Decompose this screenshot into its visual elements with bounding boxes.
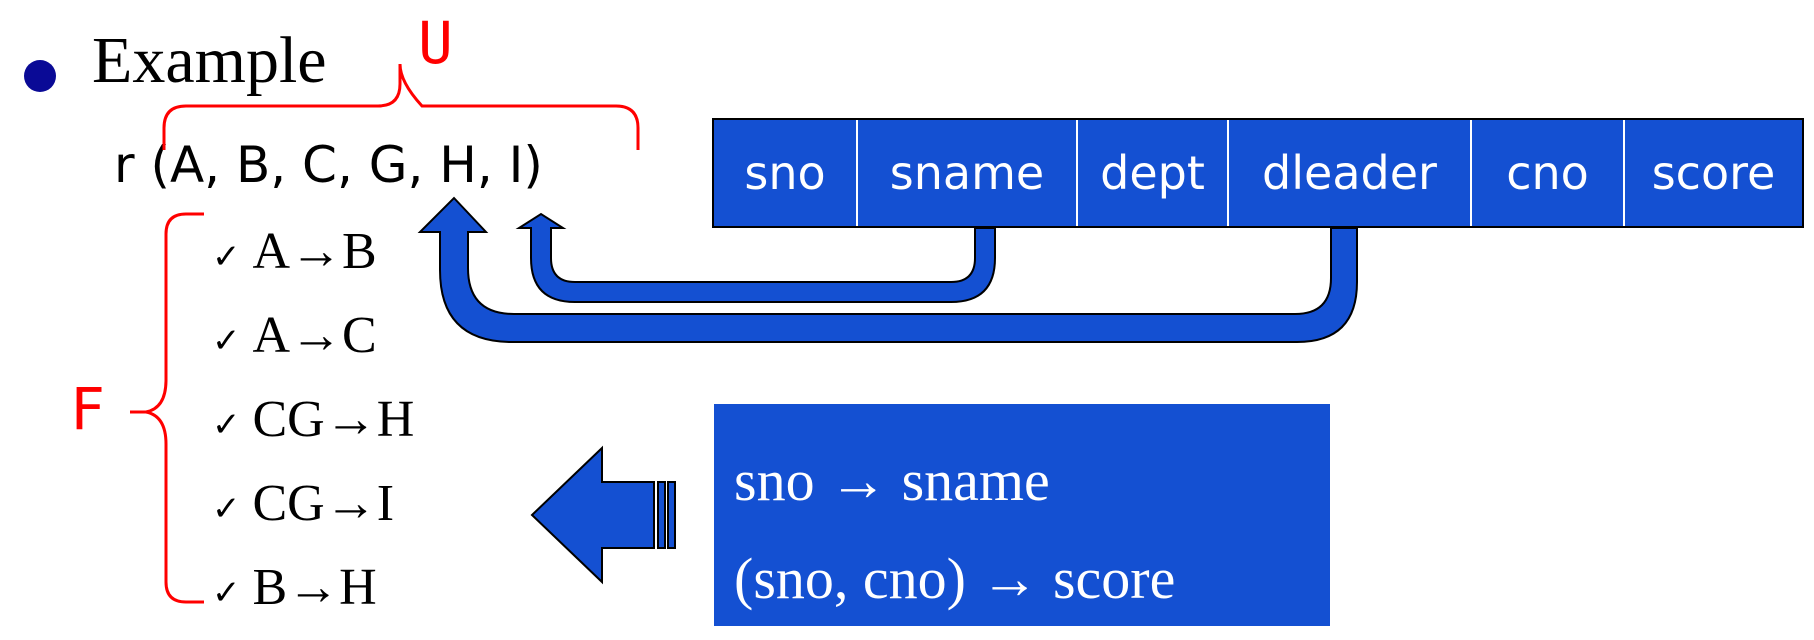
big-left-arrow: [530, 445, 655, 585]
dependency-item: ✓ A→B: [212, 226, 377, 278]
dependency-text: B→H: [252, 559, 377, 616]
result-line: (sno, cno) → score: [734, 546, 1176, 611]
dependency-text: CG→H: [252, 391, 415, 448]
arrow-dleader-to-g: [417, 196, 1358, 343]
dependency-text: A→C: [252, 307, 377, 364]
table-header-sno: sno: [714, 120, 858, 226]
check-icon: ✓: [212, 573, 241, 613]
check-icon: ✓: [212, 405, 241, 445]
arrow-tail-stripe: [657, 481, 666, 549]
dependency-item: ✓ B→H: [212, 562, 377, 614]
check-icon: ✓: [212, 489, 241, 529]
table-header-dept: dept: [1078, 120, 1229, 226]
dependency-item: ✓ CG→H: [212, 394, 414, 446]
relation-table: sno sname dept dleader cno score: [712, 118, 1804, 228]
table-header-sname: sname: [858, 120, 1078, 226]
arrow-sname-to-h: [515, 212, 996, 303]
universal-label: U: [418, 9, 453, 77]
table-header-score: score: [1651, 146, 1776, 200]
universal-brace: [162, 63, 640, 150]
check-icon: ✓: [212, 321, 241, 361]
result-dependencies-box: sno → sname (sno, cno) → score: [714, 404, 1330, 626]
dependency-text: CG→I: [252, 475, 395, 532]
table-header-cno: cno: [1472, 120, 1625, 226]
table-header-dleader: dleader: [1229, 120, 1472, 226]
fd-set-brace: [130, 212, 204, 604]
heading: Example: [92, 24, 327, 97]
relation-schema: r (A, B, C, G, H, I): [114, 136, 543, 194]
check-icon: ✓: [212, 237, 241, 277]
result-line: sno → sname: [734, 448, 1050, 513]
arrow-tail-stripe: [667, 481, 676, 549]
dependency-text: A→B: [252, 223, 377, 280]
dependency-item: ✓ CG→I: [212, 478, 394, 530]
fd-set-label: F: [70, 375, 105, 443]
bullet-dot: [24, 60, 56, 92]
dependency-item: ✓ A→C: [212, 310, 377, 362]
